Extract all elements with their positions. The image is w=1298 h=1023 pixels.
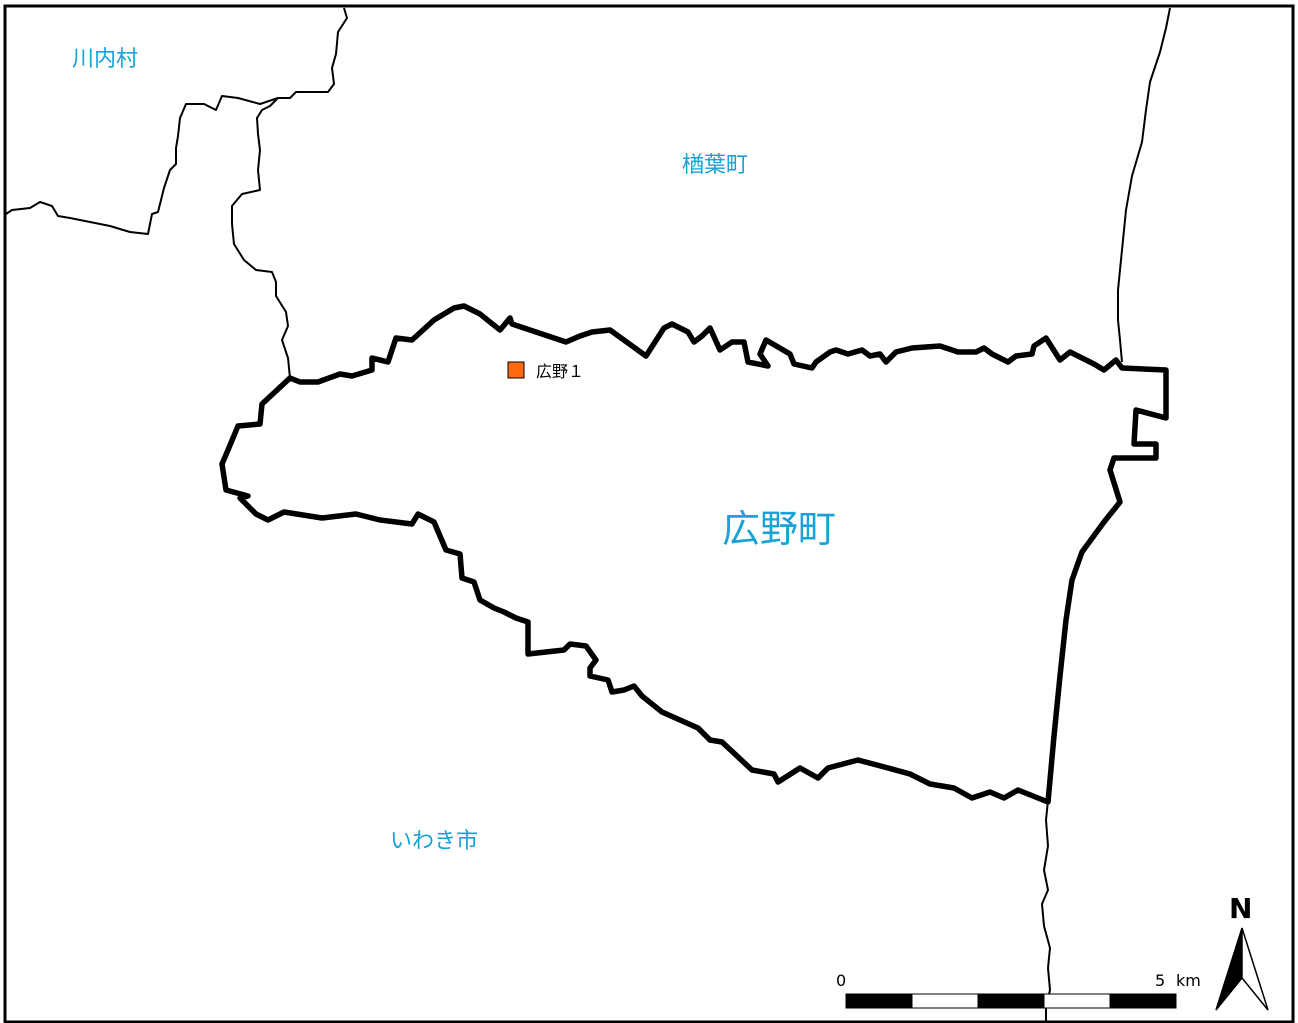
map-border <box>3 4 1295 1023</box>
scale-bar-segment-1 <box>845 993 913 1009</box>
site-marker-icon <box>507 361 525 379</box>
site-marker-label: 広野１ <box>536 362 584 381</box>
label-kawauchi: 川内村 <box>72 47 138 72</box>
label-iwaki: いわき市 <box>390 829 478 854</box>
label-hirono: 広野町 <box>722 507 836 551</box>
boundary-naraha-coast <box>1117 7 1171 363</box>
north-arrow-right-half-icon <box>1241 927 1269 1011</box>
scale-bar-segment-5 <box>1109 993 1177 1009</box>
hirono-town-boundary <box>219 303 1169 805</box>
boundary-iwaki-east <box>1041 799 1051 1023</box>
north-arrow: N <box>1215 892 1269 1011</box>
thin-boundaries <box>5 7 1171 1023</box>
scale-bar-segment-4 <box>1043 993 1111 1009</box>
boundary-kawauchi-east <box>231 7 348 379</box>
scale-bar-end-label: 5 <box>1155 971 1165 990</box>
scale-bar-segment-2 <box>911 993 979 1009</box>
north-arrow-label: N <box>1229 892 1252 925</box>
scale-bar-segment-3 <box>977 993 1045 1009</box>
scale-bar-start-label: 0 <box>836 971 846 990</box>
scale-bar: 0 5 km <box>836 971 1201 1009</box>
label-naraha: 楢葉町 <box>682 153 748 178</box>
boundary-kawauchi-south <box>5 95 279 235</box>
scale-bar-unit-label: km <box>1176 971 1201 990</box>
